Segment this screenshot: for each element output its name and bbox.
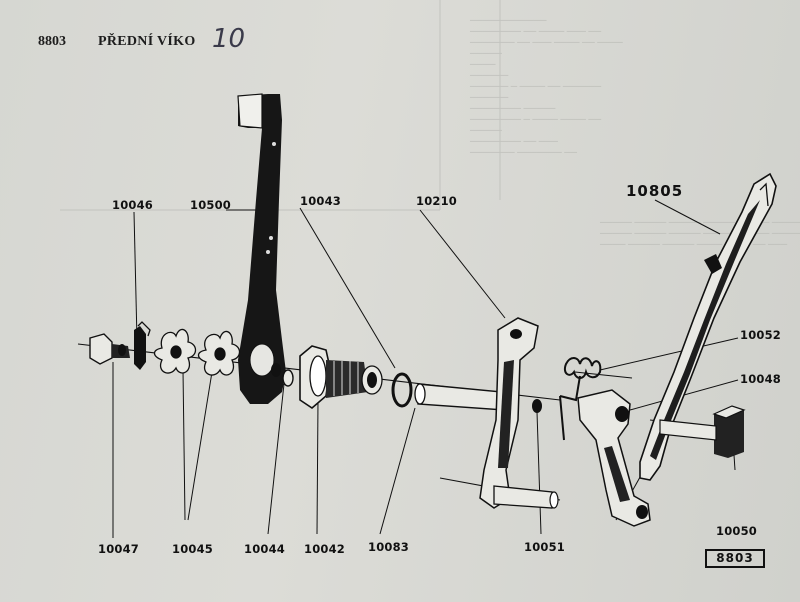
part-label-10048: 10048 <box>740 372 782 386</box>
part-label-10052: 10052 <box>740 328 782 342</box>
page-stamp: 8803 <box>705 549 765 568</box>
lever-10805-shape <box>639 172 777 481</box>
part-label-10043: 10043 <box>300 194 342 208</box>
spring-10052-shape <box>559 357 602 441</box>
page-code: 8803 <box>38 34 66 49</box>
part-label-10083: 10083 <box>368 540 410 554</box>
part-label-10044: 10044 <box>244 542 286 556</box>
plates-10045-shape <box>153 328 241 376</box>
part-label-10047: 10047 <box>98 542 140 556</box>
bracket-10210-shape <box>414 317 559 509</box>
ring-10043-shape <box>391 372 413 408</box>
washer-10051-shape <box>532 399 542 413</box>
handle-10050-shape <box>659 405 746 458</box>
handwritten-number: 10 <box>212 24 246 54</box>
bushing-10042-shape <box>299 345 383 410</box>
link-10048-shape <box>577 389 651 527</box>
part-label-10051: 10051 <box>524 540 566 554</box>
part-label-10500: 10500 <box>190 198 232 212</box>
part-label-10805: 10805 <box>626 182 684 200</box>
bleed-through-text: ──────────── ──────── ── ──── ─── ── ───… <box>470 15 623 157</box>
page-title: PŘEDNÍ VÍKO <box>98 34 196 49</box>
nut-10047-shape <box>89 333 130 365</box>
part-label-10210: 10210 <box>416 194 458 208</box>
washer-10046-shape <box>134 321 151 370</box>
ring-10044-shape <box>282 369 294 387</box>
part-label-10042: 10042 <box>304 542 346 556</box>
part-label-10045: 10045 <box>172 542 214 556</box>
part-label-10050: 10050 <box>716 524 758 538</box>
part-label-10046: 10046 <box>112 198 154 212</box>
lever-10500-shape <box>237 93 286 404</box>
